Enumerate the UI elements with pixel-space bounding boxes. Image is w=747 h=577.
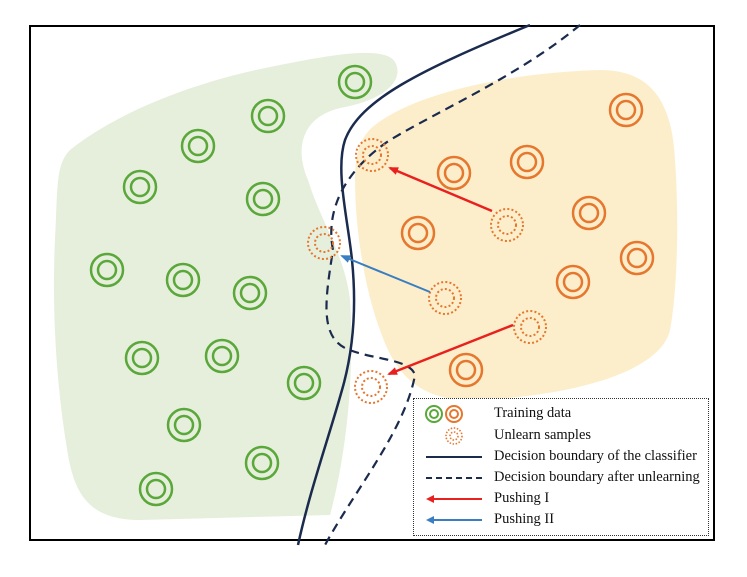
legend-item-unlearning-boundary: Decision boundary after unlearning [414,468,708,488]
dotted-double-ring-icon [445,427,463,445]
orange-training-point [509,144,545,180]
orange-training-point [400,215,436,251]
green-training-point [286,365,322,401]
unlearn-sample-point [307,226,341,260]
legend-label: Pushing I [494,490,550,506]
orange-training-point [555,264,591,300]
green-training-point [337,64,373,100]
legend-label: Training data [494,405,572,421]
orange-training-point [608,92,644,128]
legend-item-pushing-1: Pushing I [414,489,708,509]
green-class-region [53,52,398,520]
unlearn-sample-point [513,310,547,344]
solid-line-icon [426,456,482,458]
dashed-line-icon [426,477,482,479]
orange-training-point [448,352,484,388]
green-training-point [138,471,174,507]
green-training-points [89,64,373,507]
green-training-point [180,128,216,164]
green-training-point [124,340,160,376]
unlearn-sample-point [355,138,389,172]
classifier-boundary-line [296,23,531,546]
legend-label: Decision boundary after unlearning [494,469,700,485]
red-arrow-icon [426,495,482,503]
unlearn-sample-point [354,370,388,404]
legend: Training data Unlearn samples Decision b… [413,398,709,536]
green-training-point [250,98,286,134]
legend-label: Decision boundary of the classifier [494,448,697,464]
orange-training-point [436,155,472,191]
pushing-1-arrow [387,323,514,376]
unlearning-boundary-line [324,24,581,546]
green-training-point [204,338,240,374]
unlearn-sample-point [428,281,462,315]
green-training-point [245,181,281,217]
unlearn-sample-point [490,208,524,242]
pushing-2-arrow [340,255,431,293]
double-ring-icon [425,405,463,423]
legend-label: Unlearn samples [494,427,592,443]
blue-arrow-icon [426,516,482,524]
green-training-point [165,262,201,298]
legend-item-pushing-2: Pushing II [414,510,708,530]
legend-item-classifier-boundary: Decision boundary of the classifier [414,447,708,467]
orange-training-point [619,240,655,276]
green-training-point [232,275,268,311]
legend-item-training-data: Training data [414,404,708,424]
green-training-point [244,445,280,481]
green-training-point [89,252,125,288]
green-training-point [122,169,158,205]
legend-item-unlearn-samples: Unlearn samples [414,426,708,446]
legend-label: Pushing II [494,511,555,527]
green-training-point [166,407,202,443]
pushing-1-arrow [388,166,493,213]
orange-class-region [355,70,678,400]
unlearn-samples [307,138,547,404]
orange-training-point [571,195,607,231]
orange-training-points [400,92,655,388]
